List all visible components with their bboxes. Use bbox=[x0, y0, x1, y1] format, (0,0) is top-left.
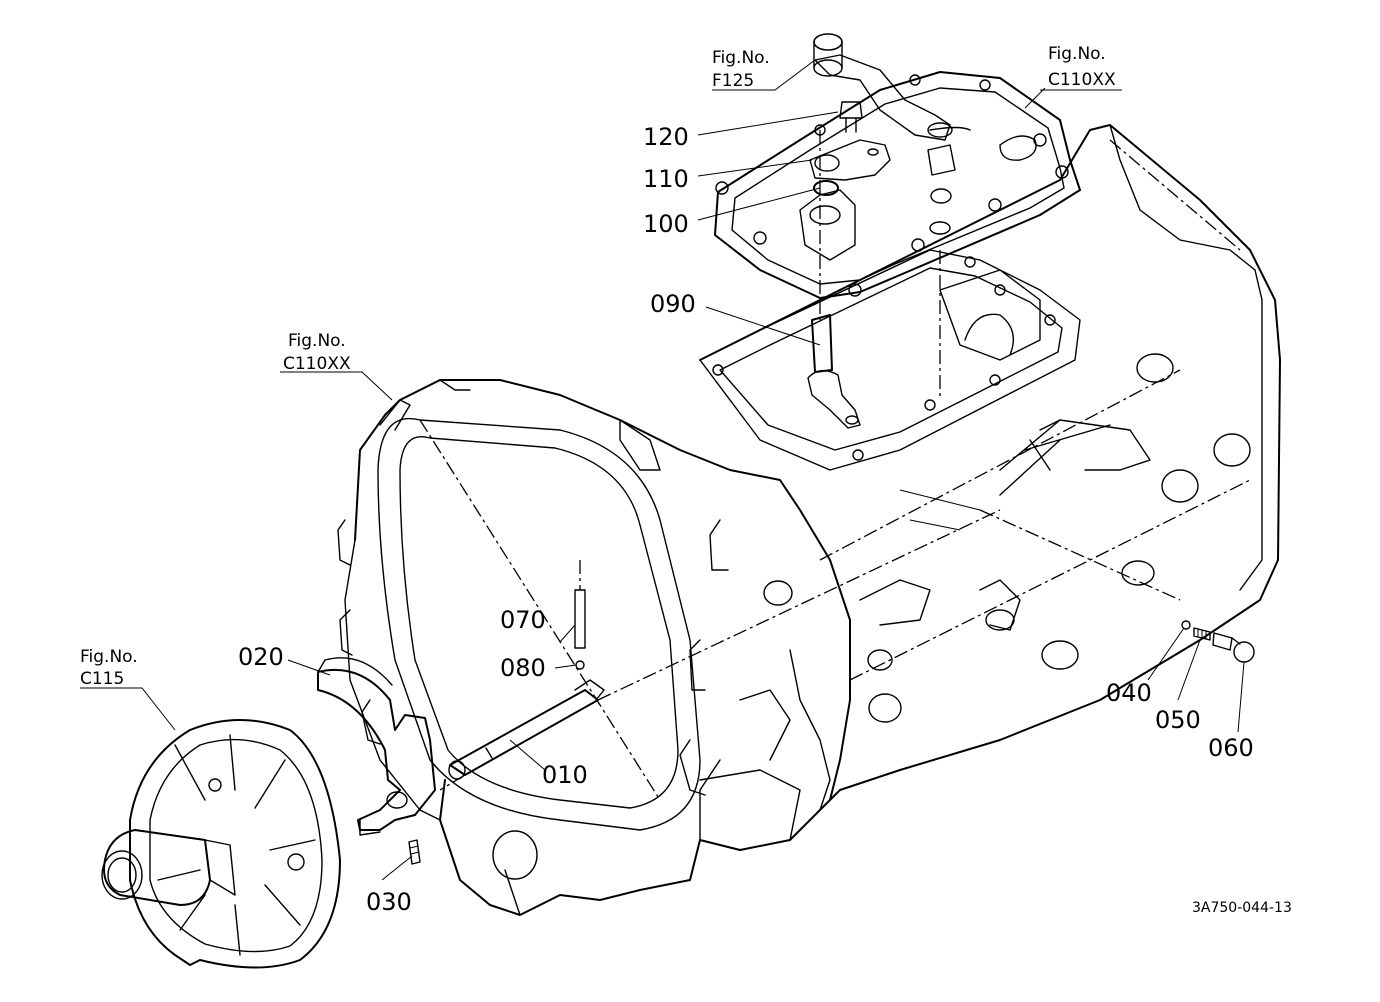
shift-rod bbox=[439, 509, 1181, 791]
leader-lines bbox=[80, 59, 1245, 881]
plug-bolt bbox=[1212, 632, 1255, 663]
fig-ref-c110xx-top-label: Fig.No. bbox=[1048, 44, 1106, 64]
shift-fork bbox=[317, 657, 436, 836]
fig-ref-c115-code: C115 bbox=[80, 669, 124, 689]
fig-ref-c115-label: Fig.No. bbox=[80, 647, 138, 667]
part-number-050: 050 bbox=[1155, 706, 1201, 734]
part-number-010: 010 bbox=[542, 761, 588, 789]
shift-linkage-assembly bbox=[807, 33, 1111, 496]
fig-ref-f125-label: Fig.No. bbox=[712, 48, 770, 68]
part-number-090: 090 bbox=[650, 290, 696, 318]
top-cover bbox=[714, 71, 1081, 400]
fig-ref-f125-code: F125 bbox=[712, 71, 754, 91]
fig-ref-c110xx-left-code: C110XX bbox=[283, 354, 351, 374]
fig-ref-c110xx-left-label: Fig.No. bbox=[288, 331, 346, 351]
fig-ref-c110xx-top-code: C110XX bbox=[1048, 70, 1116, 90]
front-cover bbox=[101, 719, 341, 969]
part-number-030: 030 bbox=[366, 888, 412, 916]
part-number-040: 040 bbox=[1106, 679, 1152, 707]
plug-washer bbox=[1193, 627, 1211, 641]
part-number-020: 020 bbox=[238, 643, 284, 671]
part-number-120: 120 bbox=[643, 123, 689, 151]
part-number-060: 060 bbox=[1208, 734, 1254, 762]
transmission-housing bbox=[439, 124, 1281, 916]
part-number-100: 100 bbox=[643, 210, 689, 238]
spring-pin bbox=[408, 839, 421, 865]
drawing-number: 3A750-044-13 bbox=[1192, 900, 1292, 916]
detent-ball bbox=[575, 660, 585, 670]
part-number-110: 110 bbox=[643, 165, 689, 193]
part-number-070: 070 bbox=[500, 606, 546, 634]
check-ball bbox=[1181, 620, 1191, 630]
clutch-housing bbox=[337, 379, 851, 916]
part-number-080: 080 bbox=[500, 654, 546, 682]
detent-spring bbox=[574, 560, 586, 649]
